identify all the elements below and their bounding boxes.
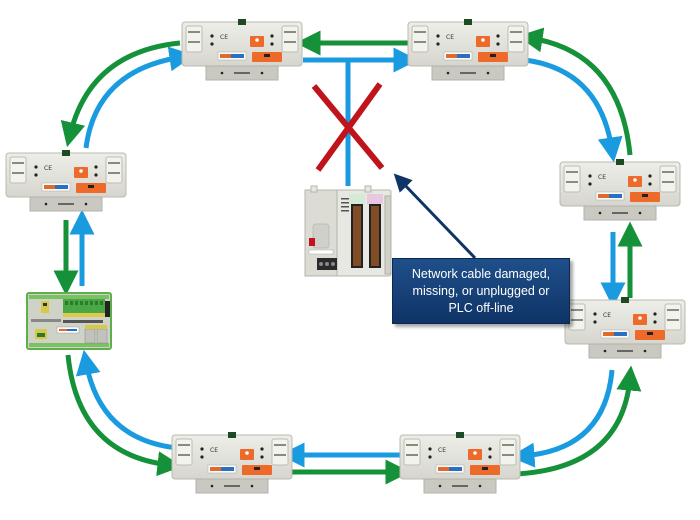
ring-arrows (53, 27, 643, 485)
callout-pointer-arrow (393, 173, 477, 260)
arrow-topleft-blue (83, 46, 195, 149)
arrow-topright-green (517, 27, 633, 156)
arrow-bottomleft-blue (75, 349, 179, 451)
ethernet-switch-icon (399, 431, 521, 494)
arrow-topleft-green (60, 40, 181, 148)
arrow-bottomright-green (515, 365, 642, 477)
ethernet-switch-icon (564, 296, 686, 359)
callout-line-2: missing, or unplugged or (412, 283, 550, 298)
callout-line-1: Network cable damaged, (411, 266, 551, 281)
din-rail-io-icon (26, 292, 112, 350)
arrow-topright-blue (524, 57, 623, 163)
callout-line-3: PLC off-line (448, 300, 514, 315)
ethernet-switch-icon (181, 18, 303, 81)
ethernet-switch-icon (407, 18, 529, 81)
fault-callout: Network cable damaged, missing, or unplu… (392, 258, 570, 324)
ethernet-switch-icon (559, 158, 681, 221)
arrow-bottomright-blue (509, 369, 615, 468)
red-x-icon (311, 82, 385, 172)
ethernet-switch-icon (5, 149, 127, 212)
arrow-bottomleft-green (65, 354, 183, 477)
plc-controller-icon (304, 185, 392, 277)
ethernet-switch-icon (171, 431, 293, 494)
